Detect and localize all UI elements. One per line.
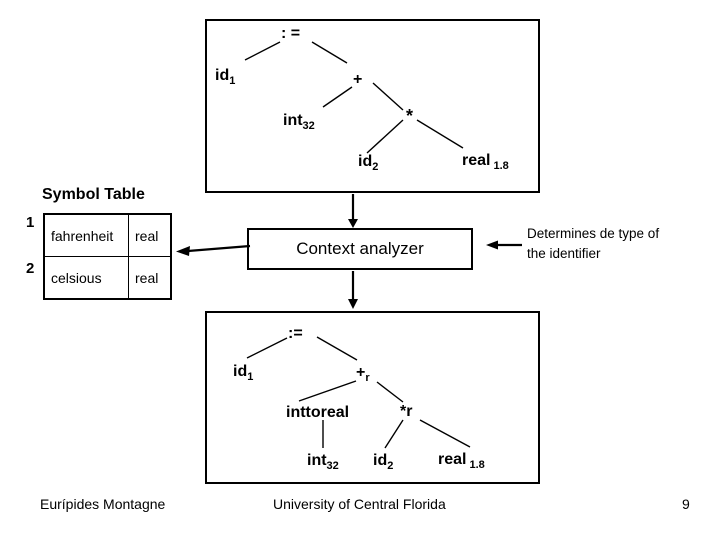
symbol-table: fahrenheit real celsious real (43, 213, 172, 300)
tree-node-id2: id2 (373, 452, 394, 473)
tree-node-assign: := (288, 325, 303, 342)
annotation-line-1: Determines de type of (527, 226, 660, 241)
symbol-table-cell-type: real (129, 215, 170, 257)
annotation-text: Determines de type of the identifier (527, 224, 659, 264)
tree-node-int32: int32 (307, 452, 339, 473)
symbol-table-row-index-2: 2 (26, 260, 35, 277)
tree-node-assign: : = (281, 25, 301, 42)
tree-node-plus-real: +r (356, 364, 370, 385)
footer-institution: University of Central Florida (273, 496, 446, 512)
arrow-analyzer-to-symbol-table (187, 244, 251, 253)
tree-node-int32: int32 (283, 112, 315, 133)
annotation-line-2: the identifier (527, 246, 601, 261)
symbol-table-cell-name: fahrenheit (45, 215, 129, 257)
tree-node-id1: id1 (233, 363, 254, 384)
footer-author: Eurípides Montagne (40, 496, 166, 512)
symbol-table-cell-name: celsious (45, 257, 129, 298)
tree-node-plus: + (353, 71, 363, 88)
tree-node-inttoreal: inttoreal (286, 404, 350, 421)
tree-node-star: * (406, 106, 414, 126)
tree-node-id2: id2 (358, 153, 379, 174)
source-tree-edges (244, 41, 464, 154)
context-analyzer-label: Context analyzer (296, 239, 424, 258)
symbol-table-cell-type: real (135, 269, 159, 286)
symbol-table-row-index-1: 1 (26, 214, 35, 231)
tree-node-star-real: *r (400, 403, 413, 420)
context-analyzer-box: Context analyzer (247, 228, 473, 270)
tree-node-id1: id1 (215, 67, 236, 88)
footer-page-number: 9 (682, 496, 690, 512)
symbol-table-title: Symbol Table (42, 186, 145, 203)
annotated-tree-edges (246, 336, 471, 449)
